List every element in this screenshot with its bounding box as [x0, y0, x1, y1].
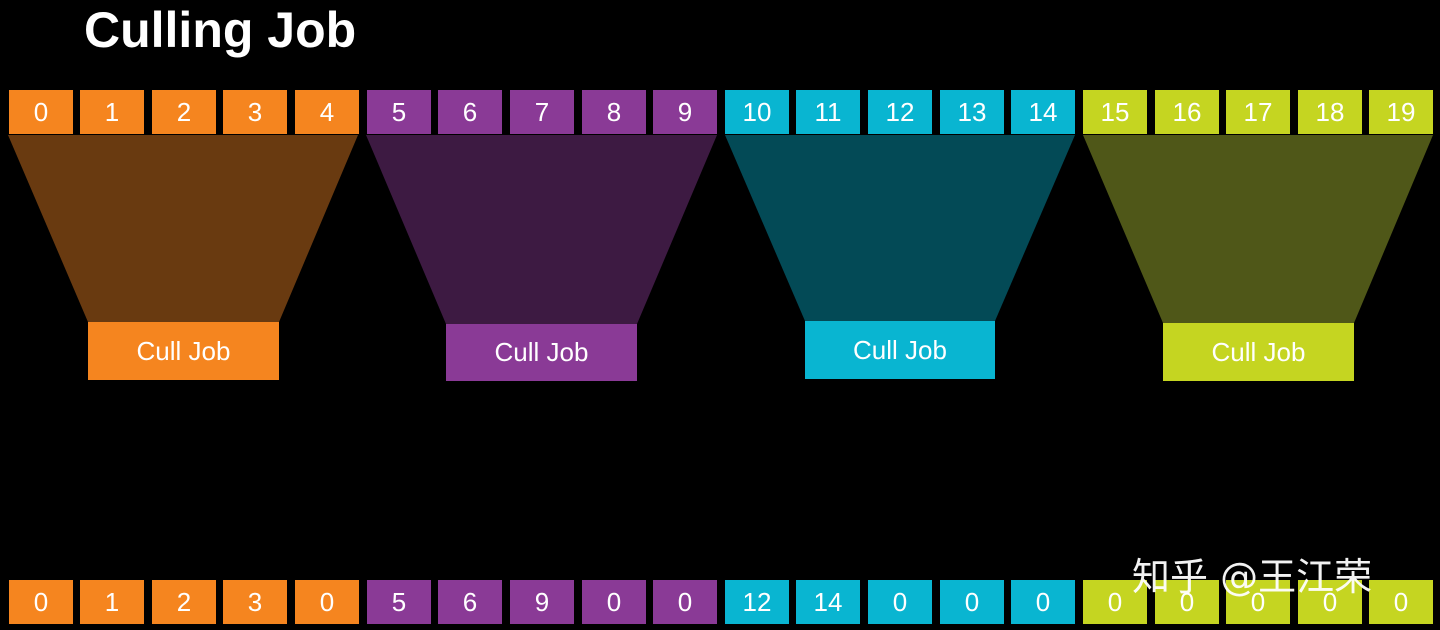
input-cell: 18	[1298, 90, 1362, 134]
funnel-2	[366, 135, 717, 324]
input-cell: 16	[1155, 90, 1219, 134]
output-cell: 12	[725, 580, 789, 624]
funnel-3	[725, 135, 1075, 321]
input-cell: 8	[582, 90, 646, 134]
input-cell: 1	[80, 90, 144, 134]
input-cell: 3	[223, 90, 287, 134]
output-cell: 0	[9, 580, 73, 624]
output-cell: 14	[796, 580, 860, 624]
cull-job-box: Cull Job	[446, 324, 637, 381]
input-cell: 5	[367, 90, 431, 134]
output-cell: 0	[1226, 580, 1290, 624]
output-cell: 0	[295, 580, 359, 624]
input-cell: 14	[1011, 90, 1075, 134]
output-cell: 0	[653, 580, 717, 624]
input-cell: 4	[295, 90, 359, 134]
input-cell: 12	[868, 90, 932, 134]
output-cell: 1	[80, 580, 144, 624]
input-cell: 10	[725, 90, 789, 134]
input-cell: 11	[796, 90, 860, 134]
input-cell: 6	[438, 90, 502, 134]
page-title: Culling Job	[84, 2, 357, 58]
output-cell: 0	[1083, 580, 1147, 624]
cull-job-box: Cull Job	[805, 321, 995, 379]
output-cell: 6	[438, 580, 502, 624]
input-cell: 2	[152, 90, 216, 134]
output-cell: 5	[367, 580, 431, 624]
output-cell: 9	[510, 580, 574, 624]
input-cell: 13	[940, 90, 1004, 134]
output-cell: 0	[1298, 580, 1362, 624]
input-cell: 15	[1083, 90, 1147, 134]
output-cell: 0	[940, 580, 1004, 624]
output-cell: 3	[223, 580, 287, 624]
input-cell: 0	[9, 90, 73, 134]
output-cell: 0	[868, 580, 932, 624]
funnel-4	[1083, 135, 1433, 323]
cull-job-box: Cull Job	[88, 322, 279, 380]
output-cell: 0	[1011, 580, 1075, 624]
input-cell: 19	[1369, 90, 1433, 134]
input-cell: 9	[653, 90, 717, 134]
output-cell: 0	[1369, 580, 1433, 624]
input-cell: 7	[510, 90, 574, 134]
input-cell: 17	[1226, 90, 1290, 134]
output-cell: 0	[1155, 580, 1219, 624]
watermark: 知乎 @王江荣	[1132, 555, 1373, 599]
funnel-1	[8, 135, 358, 322]
cull-job-box: Cull Job	[1163, 323, 1354, 381]
output-cell: 0	[582, 580, 646, 624]
output-cell: 2	[152, 580, 216, 624]
